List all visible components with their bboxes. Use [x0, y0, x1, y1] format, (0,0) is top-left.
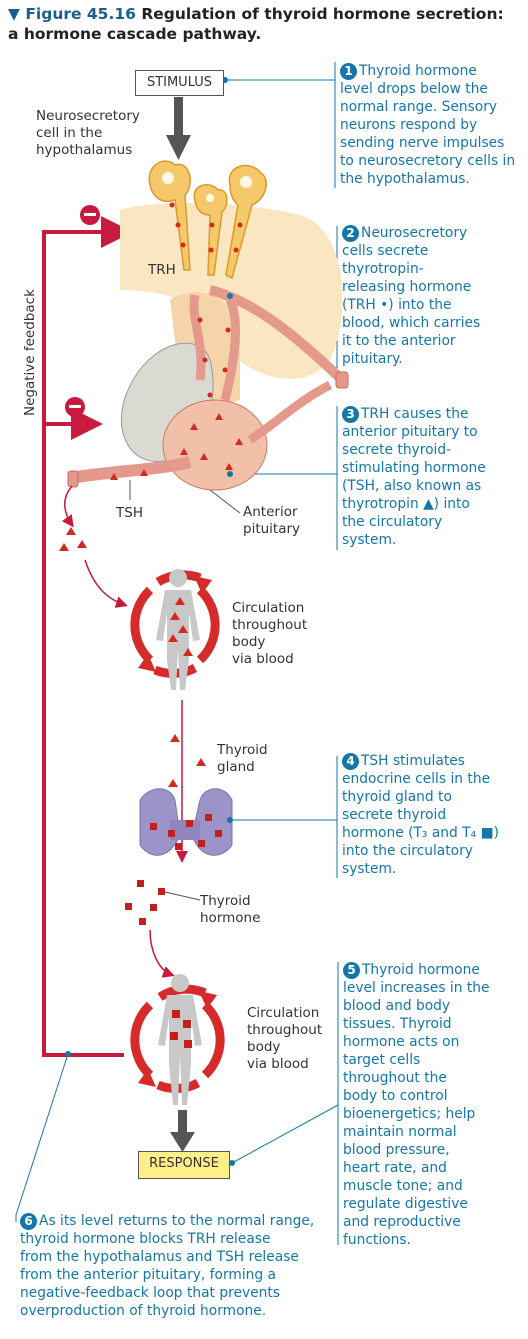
step-5-number: 5 — [343, 962, 360, 979]
inhibit-sign-pituitary — [65, 397, 85, 417]
negative-feedback-loop — [42, 216, 133, 1057]
trh-label: TRH — [148, 262, 176, 278]
circulation-2-squares — [170, 1010, 192, 1048]
figure-title-line2: a hormone cascade pathway. — [8, 25, 262, 43]
released-hormone-squares — [125, 880, 165, 925]
negative-feedback-label: Negative feedback — [22, 289, 38, 416]
step-6-number: 6 — [20, 1213, 37, 1230]
tsh-to-thyroid-triangles — [168, 734, 206, 787]
tsh-released-triangles — [59, 527, 87, 551]
thyroid-t3t4-squares — [150, 814, 222, 850]
circulation-label-1: Circulation throughout body via blood — [232, 600, 308, 667]
pituitary-tsh-triangles — [110, 413, 243, 480]
step-1-number: 1 — [340, 63, 357, 80]
caption-leader-lines — [15, 62, 339, 1245]
anterior-pituitary-label: Anterior pituitary — [243, 504, 301, 537]
neurosecretory-nuclei — [162, 172, 252, 202]
thyroid-hormone-label: Thyroid hormone — [200, 893, 261, 926]
step-2-number: 2 — [342, 225, 359, 242]
circulation-label-2: Circulation throughout body via blood — [247, 1005, 323, 1072]
response-box: RESPONSE — [138, 1151, 230, 1179]
step-3-number: 3 — [342, 406, 359, 423]
portal-vessels — [69, 285, 344, 484]
anterior-pituitary — [162, 399, 268, 491]
figure-title: ▼ Figure 45.16 Regulation of thyroid hor… — [8, 4, 523, 44]
neurosecretory-label: Neurosecretory cell in the hypothalamus — [36, 108, 140, 158]
figure-number: ▼ Figure 45.16 — [8, 5, 136, 23]
inhibit-sign-hypothalamus — [80, 205, 100, 225]
thyroid-gland-graphic — [139, 788, 233, 856]
feedback-leader-dot — [65, 1051, 71, 1057]
figure-title-line1: Regulation of thyroid hormone secretion: — [141, 5, 504, 23]
circulation-1-triangles — [168, 597, 193, 656]
stimulus-box: STIMULUS — [135, 70, 224, 96]
trh-dots — [169, 202, 243, 398]
step-4-number: 4 — [342, 753, 359, 770]
tsh-label: TSH — [116, 505, 143, 521]
thyroid-gland-label: Thyroid gland — [217, 742, 268, 775]
human-figure-1 — [156, 569, 200, 690]
